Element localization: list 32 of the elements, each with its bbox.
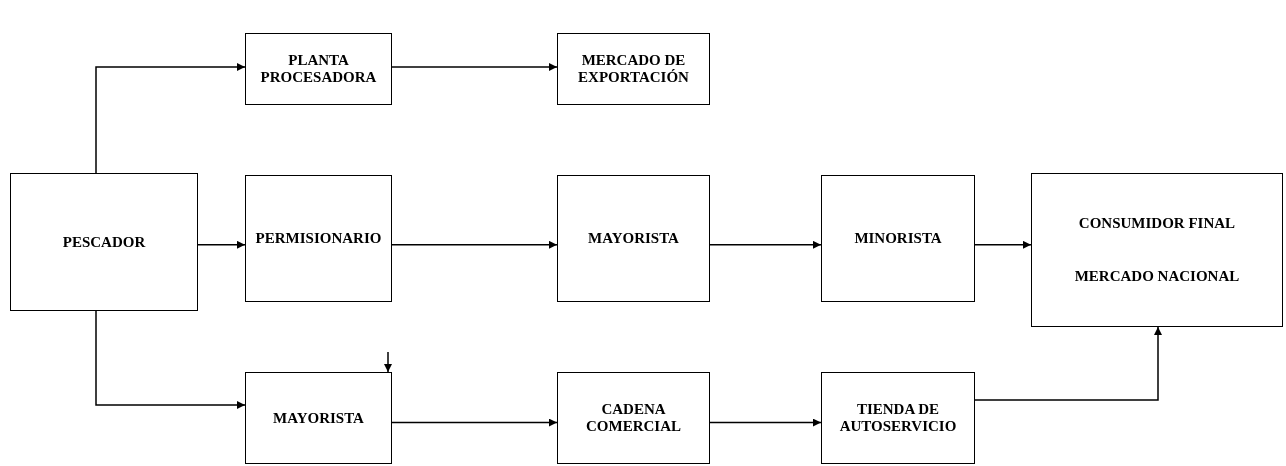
arrow — [391, 240, 558, 249]
box-label: MAYORISTA — [273, 409, 364, 427]
process-box — [557, 33, 710, 105]
arrow — [709, 240, 822, 249]
box-label: CONSUMIDOR FINAL — [1078, 214, 1236, 232]
arrow — [384, 351, 392, 373]
arrow — [709, 418, 822, 427]
box-label: MINORISTA — [854, 230, 942, 247]
process-box — [245, 372, 392, 464]
box-label: MERCADO DE EXPORTACIÓN — [577, 52, 690, 86]
process-box — [557, 372, 710, 464]
arrow — [391, 63, 558, 71]
box-label: MERCADO NACIONAL — [1074, 268, 1240, 286]
box-label: TIENDA DE AUTOSERVICIO — [838, 401, 958, 435]
box-label: MAYORISTA — [588, 230, 679, 247]
box-label: PLANTA PROCESADORA — [259, 52, 378, 86]
arrow — [95, 63, 246, 174]
process-box — [10, 173, 198, 311]
arrow — [974, 326, 1162, 401]
arrow — [197, 240, 246, 249]
arrow — [974, 240, 1032, 249]
process-box — [821, 372, 975, 464]
box-label: PERMISIONARIO — [255, 230, 382, 247]
box-label: PESCADOR — [62, 233, 146, 251]
arrow — [95, 310, 246, 409]
process-box — [245, 33, 392, 105]
process-box — [557, 175, 710, 302]
process-box — [1031, 173, 1283, 327]
box-label: CADENA COMERCIAL — [585, 401, 682, 435]
arrow — [391, 418, 558, 427]
process-box — [245, 175, 392, 302]
process-box — [821, 175, 975, 302]
